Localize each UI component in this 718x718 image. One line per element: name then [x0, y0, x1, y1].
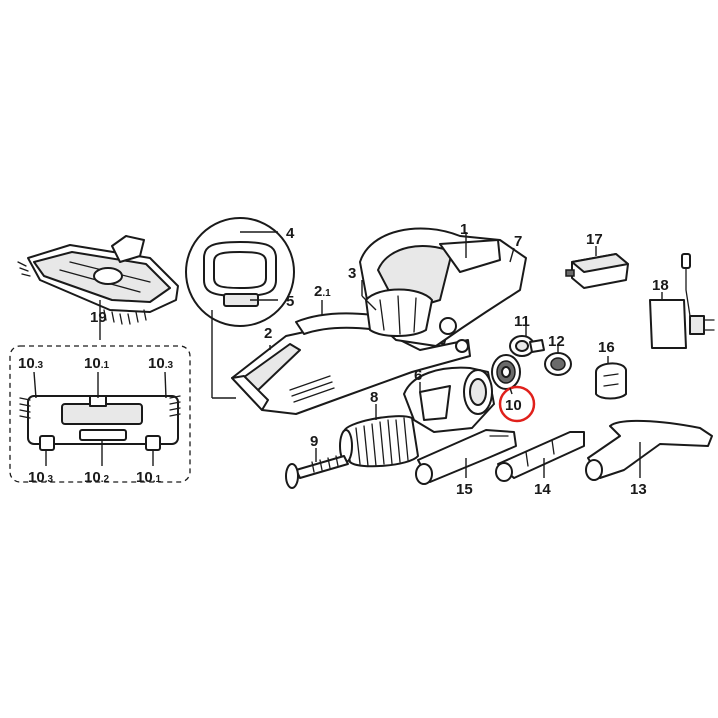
callout-9: 9 [310, 433, 318, 450]
callout-2: 2 [264, 325, 272, 342]
callout-19: 19 [90, 309, 107, 326]
callout-10-2: 10.2 [84, 469, 109, 486]
brush-bristles [17, 261, 147, 325]
callout-1: 1 [460, 221, 468, 238]
part-14-extension-tube[interactable] [495, 431, 585, 482]
callout-4: 4 [286, 225, 295, 242]
part-19-floor-nozzle[interactable] [17, 235, 179, 325]
detail-box-19 [9, 345, 191, 483]
callout-10-3-top-left: 10.3 [18, 355, 43, 372]
callout-2-1: 2.1 [314, 283, 331, 300]
callout-6: 6 [414, 367, 422, 384]
callout-10-3-top-right: 10.3 [148, 355, 173, 372]
callout-16: 16 [598, 339, 615, 356]
part-9-spindle[interactable] [285, 455, 349, 489]
part-6-cyclone[interactable] [403, 366, 495, 433]
part-8-pleated-filter[interactable] [339, 415, 419, 468]
callout-11: 11 [514, 313, 530, 330]
part-18-charger[interactable] [649, 253, 715, 349]
callout-10-1-bottom: 10.1 [136, 469, 161, 486]
part-15-crevice-tool[interactable] [415, 429, 517, 485]
callout-12: 12 [548, 333, 565, 350]
part-10-motor[interactable] [491, 354, 521, 390]
callout-13: 13 [630, 481, 647, 498]
callout-10: 10 [505, 397, 522, 414]
callout-17: 17 [586, 231, 603, 248]
callout-7: 7 [514, 233, 522, 250]
callout-15: 15 [456, 481, 473, 498]
callout-3: 3 [348, 265, 356, 282]
callout-10-1-top: 10.1 [84, 355, 109, 372]
nozzle-underside-detail [19, 371, 181, 466]
part-17-battery[interactable] [565, 253, 629, 289]
callout-18: 18 [652, 277, 669, 294]
callout-labels: 1 2 2.1 3 4 5 6 7 8 9 10 11 12 13 14 15 … [18, 221, 669, 498]
part-2-body-shell[interactable] [231, 319, 471, 415]
part-12-ring[interactable] [544, 352, 572, 376]
callout-8: 8 [370, 389, 378, 406]
callout-10-3-bottom: 10.3 [28, 469, 53, 486]
part-16-clip[interactable] [595, 362, 627, 400]
callout-5: 5 [286, 293, 294, 310]
callout-14: 14 [534, 481, 551, 498]
part-4-seal[interactable] [203, 241, 277, 297]
part-10-highlight-ring [498, 385, 536, 423]
part-13-bent-wand[interactable] [585, 419, 713, 481]
part-3-filter-cage[interactable] [365, 288, 433, 337]
part-11-cap[interactable] [509, 335, 545, 357]
